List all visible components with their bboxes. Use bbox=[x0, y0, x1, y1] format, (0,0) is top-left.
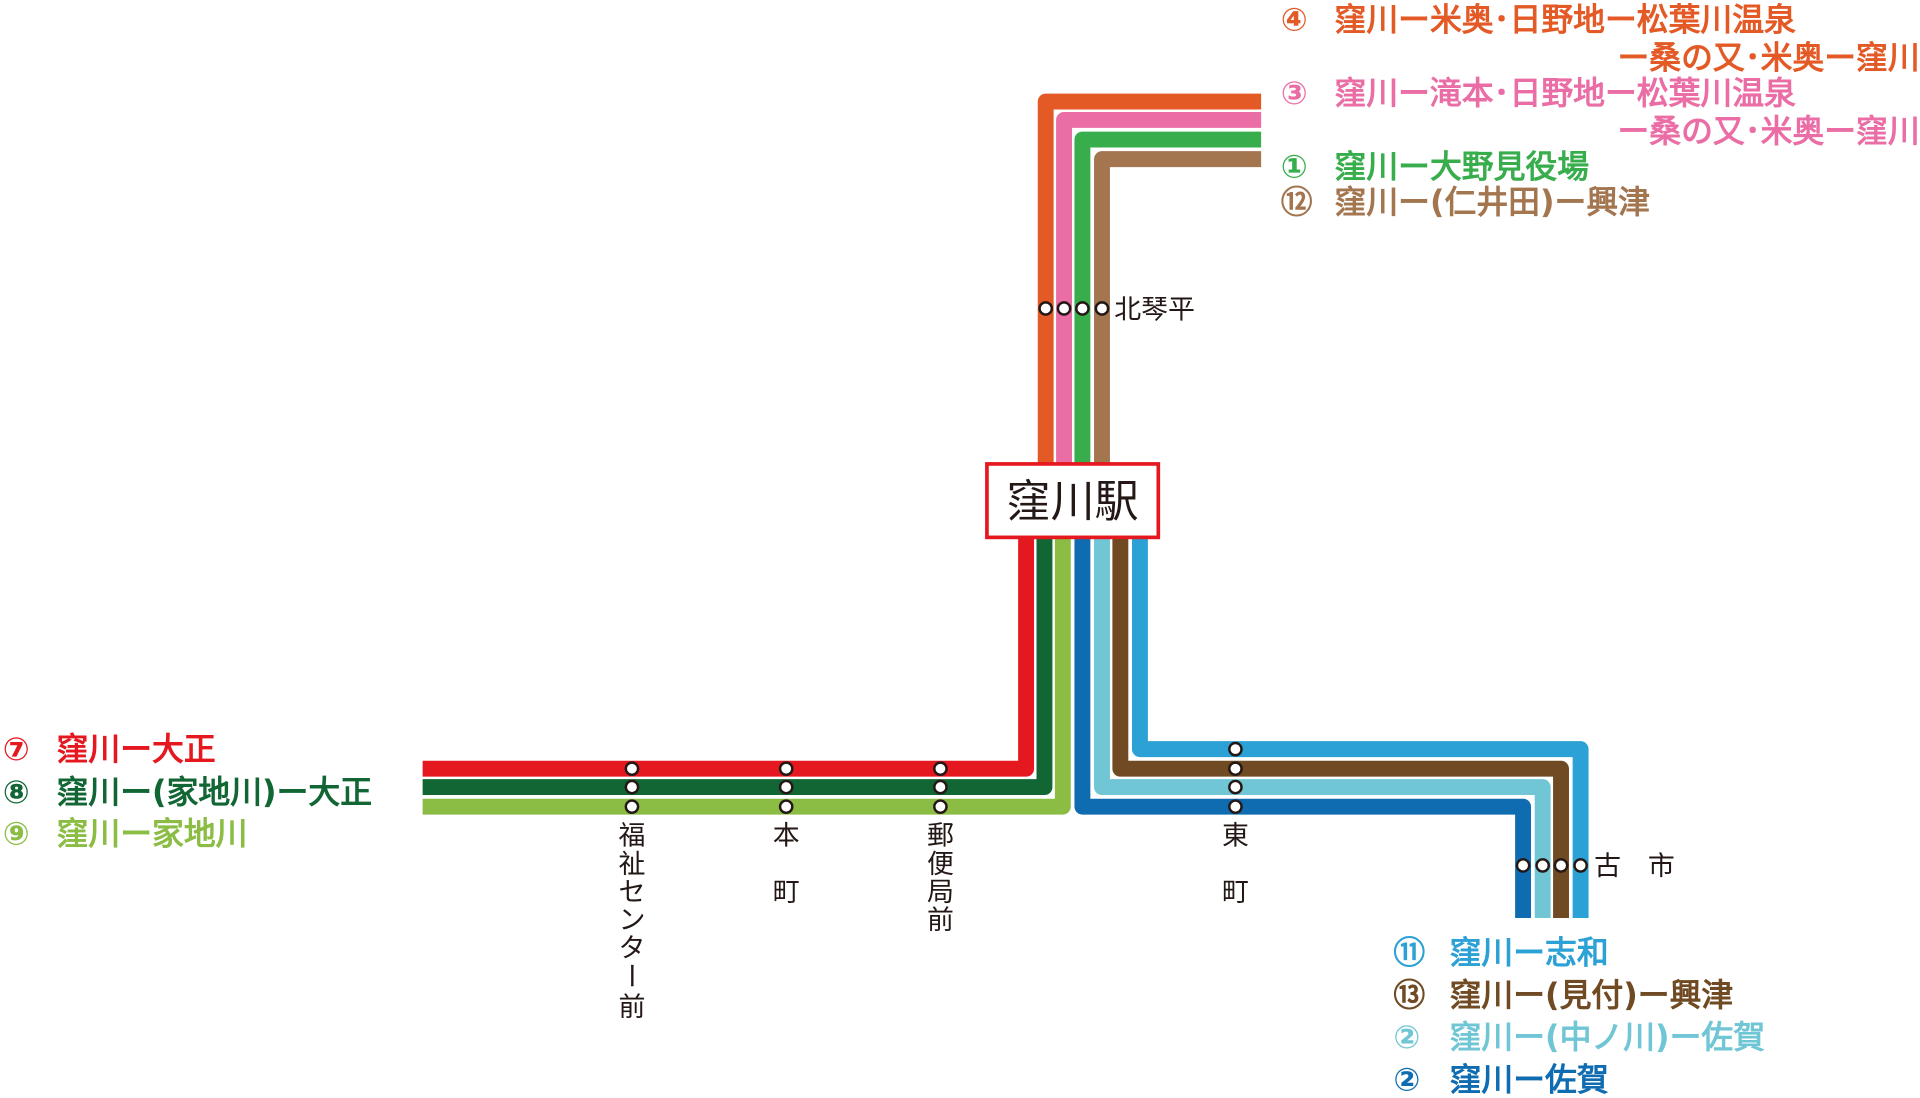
legend-left: ⑦ 窪川ー大正 ⑧ 窪川ー(家地川)ー大正 ⑨ 窪川ー家地川 bbox=[3, 730, 372, 852]
station-label: 古 市 bbox=[1594, 851, 1675, 882]
station-label-char: 局 bbox=[927, 877, 954, 908]
route-name: 窪川ー佐賀 bbox=[1450, 1061, 1609, 1098]
station-label-char: 東 bbox=[1222, 821, 1249, 852]
route-name: 窪川ー滝本･日野地ー松葉川温泉 bbox=[1335, 74, 1796, 112]
station-label-char: タ bbox=[618, 933, 645, 964]
route-3-line bbox=[1056, 112, 1262, 466]
route-name: 窪川ー大正 bbox=[57, 730, 216, 768]
route-number: ① bbox=[1281, 147, 1308, 185]
route-7-line bbox=[422, 536, 1035, 777]
route-2-line bbox=[1074, 536, 1532, 919]
north-routes bbox=[1037, 93, 1262, 466]
legend-route-11: ⑪ 窪川ー志和 bbox=[1393, 933, 1608, 971]
route-8-line bbox=[422, 536, 1053, 796]
legend-route-7: ⑦ 窪川ー大正 bbox=[3, 730, 216, 768]
route-name: 窪川ー(中ノ川)ー佐賀 bbox=[1450, 1018, 1766, 1056]
station-label: 北琴平 bbox=[1114, 294, 1195, 325]
station-label-char: 町 bbox=[773, 877, 800, 908]
legend-route-4: ④ 窪川ー米奥･日野地ー松葉川温泉 ー桑の又･米奥ー窪川 bbox=[1281, 1, 1920, 77]
station-label-char: 祉 bbox=[618, 849, 645, 880]
route-number: ⑦ bbox=[3, 730, 30, 768]
kubokawa-station-label: 窪川駅 bbox=[1007, 477, 1139, 528]
route-number: ④ bbox=[1281, 1, 1308, 39]
route-number: ② bbox=[1393, 1061, 1420, 1098]
legend-route-1: ① 窪川ー大野見役場 bbox=[1281, 147, 1590, 185]
route-name: 窪川ー(見付)ー興津 bbox=[1450, 976, 1734, 1014]
route-11-line bbox=[1131, 536, 1589, 919]
route-name: 窪川ー家地川 bbox=[57, 815, 248, 853]
legend-route-3: ③ 窪川ー滝本･日野地ー松葉川温泉 ー桑の又･米奥ー窪川 bbox=[1281, 74, 1920, 150]
station-label-char: 福 bbox=[618, 821, 645, 852]
station-label-char: 前 bbox=[927, 905, 954, 936]
station-label-char: セ bbox=[618, 877, 645, 908]
station-label-char: 前 bbox=[618, 992, 645, 1023]
kubokawa-station-box[interactable]: 窪川駅 bbox=[985, 462, 1161, 540]
station-label-char: 郵 bbox=[927, 821, 954, 852]
route-name-cont: ー桑の又･米奥ー窪川 bbox=[1617, 112, 1919, 150]
legend-route-13: ⑬ 窪川ー(見付)ー興津 bbox=[1393, 976, 1733, 1014]
route-number: ③ bbox=[1281, 74, 1308, 112]
station-label-char: ー bbox=[615, 962, 646, 989]
station-furuichi[interactable]: 古 市 bbox=[1515, 851, 1675, 882]
route-number: ② bbox=[1393, 1018, 1420, 1056]
route-number: ⑧ bbox=[3, 773, 30, 811]
route-4-line bbox=[1037, 93, 1262, 466]
legend-route-9: ⑨ 窪川ー家地川 bbox=[3, 815, 248, 853]
route-number: ⑬ bbox=[1393, 976, 1425, 1014]
route-name-cont: ー桑の又･米奥ー窪川 bbox=[1617, 39, 1919, 77]
legend-route-2: ② 窪川ー佐賀 bbox=[1393, 1061, 1609, 1098]
route-number: ⑫ bbox=[1281, 183, 1313, 221]
station-label-char: 便 bbox=[927, 849, 954, 880]
route-number: ⑪ bbox=[1393, 933, 1425, 971]
station-fukushi-center-mae[interactable]: 福 祉 セ ン タ ー 前 bbox=[615, 761, 646, 1023]
legend-route-12: ⑫ 窪川ー(仁井田)ー興津 bbox=[1281, 183, 1650, 221]
west-routes bbox=[422, 536, 1071, 815]
station-label-char: ン bbox=[618, 905, 645, 936]
station-yubinkyoku-mae[interactable]: 郵 便 局 前 bbox=[927, 761, 954, 936]
legend-bottom: ⑪ 窪川ー志和 ⑬ 窪川ー(見付)ー興津 ② 窪川ー(中ノ川)ー佐賀 ② 窪川ー… bbox=[1393, 933, 1765, 1098]
station-kitakotohira[interactable]: 北琴平 bbox=[1038, 294, 1195, 325]
legend-top: ④ 窪川ー米奥･日野地ー松葉川温泉 ー桑の又･米奥ー窪川 ③ 窪川ー滝本･日野地… bbox=[1281, 1, 1920, 221]
route-name: 窪川ー米奥･日野地ー松葉川温泉 bbox=[1335, 1, 1796, 39]
route-number: ⑨ bbox=[3, 815, 30, 853]
route-name: 窪川ー大野見役場 bbox=[1335, 147, 1590, 185]
route-13-line bbox=[1112, 536, 1569, 919]
station-label-char: 町 bbox=[1222, 877, 1249, 908]
route-name: 窪川ー(仁井田)ー興津 bbox=[1335, 183, 1650, 221]
route-2-nakanokawa-line bbox=[1094, 536, 1551, 919]
route-1-line bbox=[1074, 131, 1262, 466]
route-12-line bbox=[1094, 151, 1262, 466]
route-name: 窪川ー志和 bbox=[1450, 933, 1609, 971]
station-higashimachi[interactable]: 東 町 bbox=[1222, 741, 1249, 908]
legend-route-8: ⑧ 窪川ー(家地川)ー大正 bbox=[3, 773, 372, 811]
southeast-routes bbox=[1074, 536, 1589, 919]
station-label-char: 本 bbox=[773, 821, 800, 852]
route-name: 窪川ー(家地川)ー大正 bbox=[57, 773, 372, 811]
legend-route-2-nakanokawa: ② 窪川ー(中ノ川)ー佐賀 bbox=[1393, 1018, 1765, 1056]
station-honmachi[interactable]: 本 町 bbox=[773, 761, 800, 908]
